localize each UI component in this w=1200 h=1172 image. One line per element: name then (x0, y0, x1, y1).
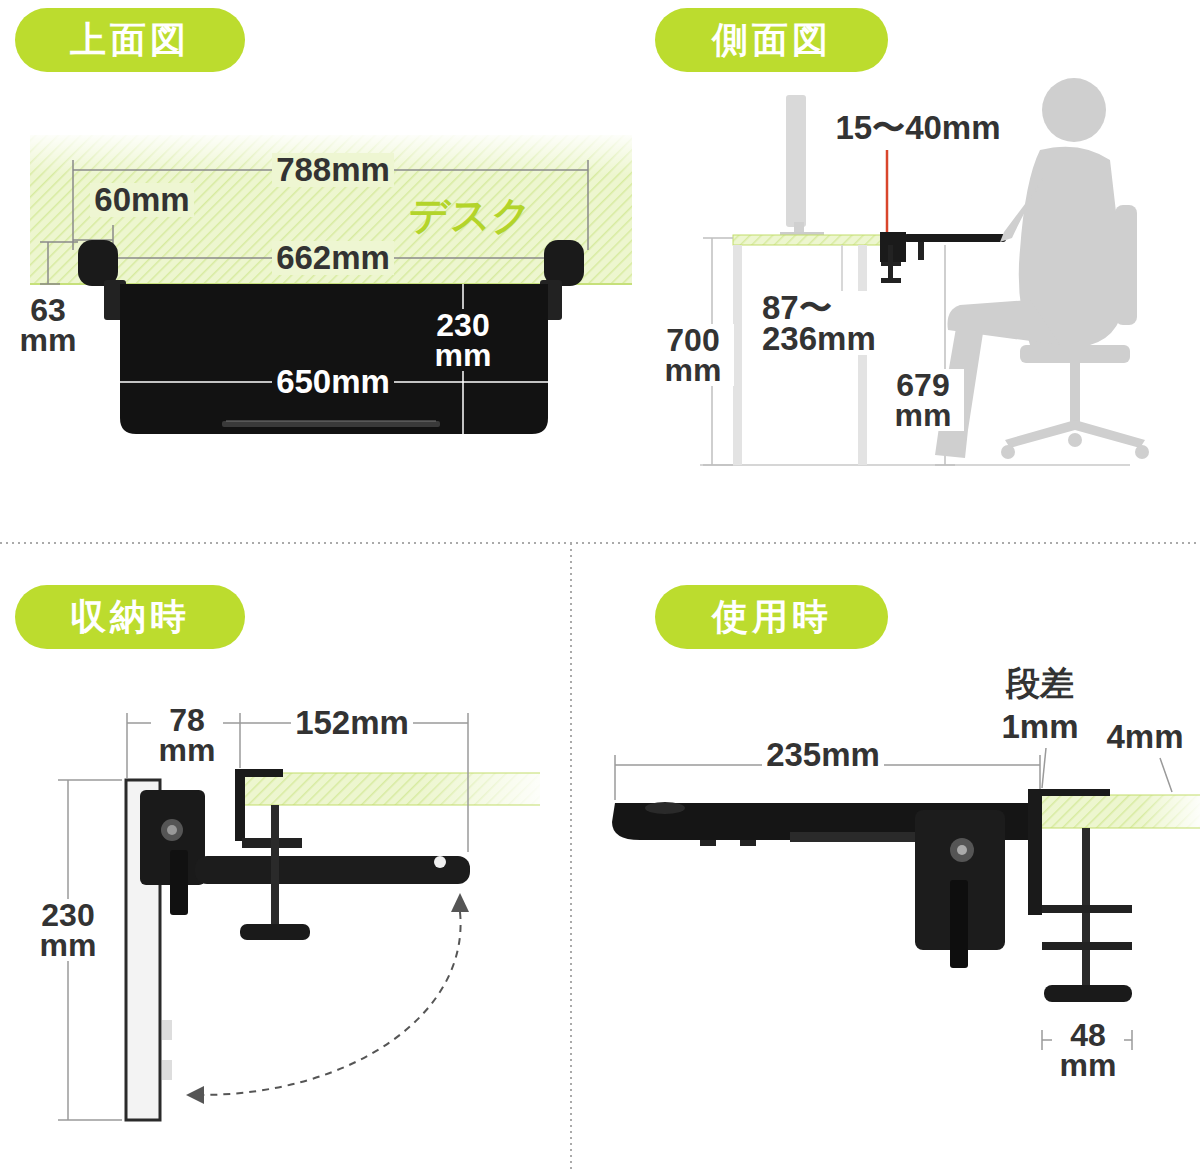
view-heading: 上面図 (70, 22, 190, 58)
dimension-label: 650mm (272, 365, 394, 398)
dimension-label: デスク (405, 195, 536, 235)
view-heading: 収納時 (70, 599, 190, 635)
dimension-label: 152mm (291, 706, 413, 739)
dimension-label: 87〜 236mm (758, 291, 918, 356)
view-heading: 側面図 (712, 22, 832, 58)
dimension-label: 63 mm (12, 294, 84, 357)
view-heading-pill: 側面図 (655, 8, 888, 72)
dimension-label: 230 mm (422, 309, 504, 372)
dimension-label: 700 mm (652, 324, 734, 387)
dimension-label: 78 mm (151, 704, 223, 767)
dimension-label: 230 mm (27, 899, 109, 962)
dimension-label: 662mm (272, 241, 394, 274)
dimension-label: 1mm (997, 710, 1082, 743)
dimension-label: 15〜40mm (831, 111, 1004, 144)
view-heading-pill: 上面図 (15, 8, 245, 72)
view-heading: 使用時 (712, 599, 832, 635)
dimension-label: 段差 (1002, 666, 1078, 700)
dimension-label: 235mm (762, 738, 884, 771)
dimension-label: 679 mm (882, 369, 964, 432)
dimension-label: 788mm (272, 153, 394, 186)
dimension-label: 4mm (1102, 720, 1187, 753)
dimension-label: 60mm (90, 183, 193, 216)
view-heading-pill: 収納時 (15, 585, 245, 649)
view-heading-pill: 使用時 (655, 585, 888, 649)
dimension-label: 48 mm (1052, 1019, 1124, 1082)
